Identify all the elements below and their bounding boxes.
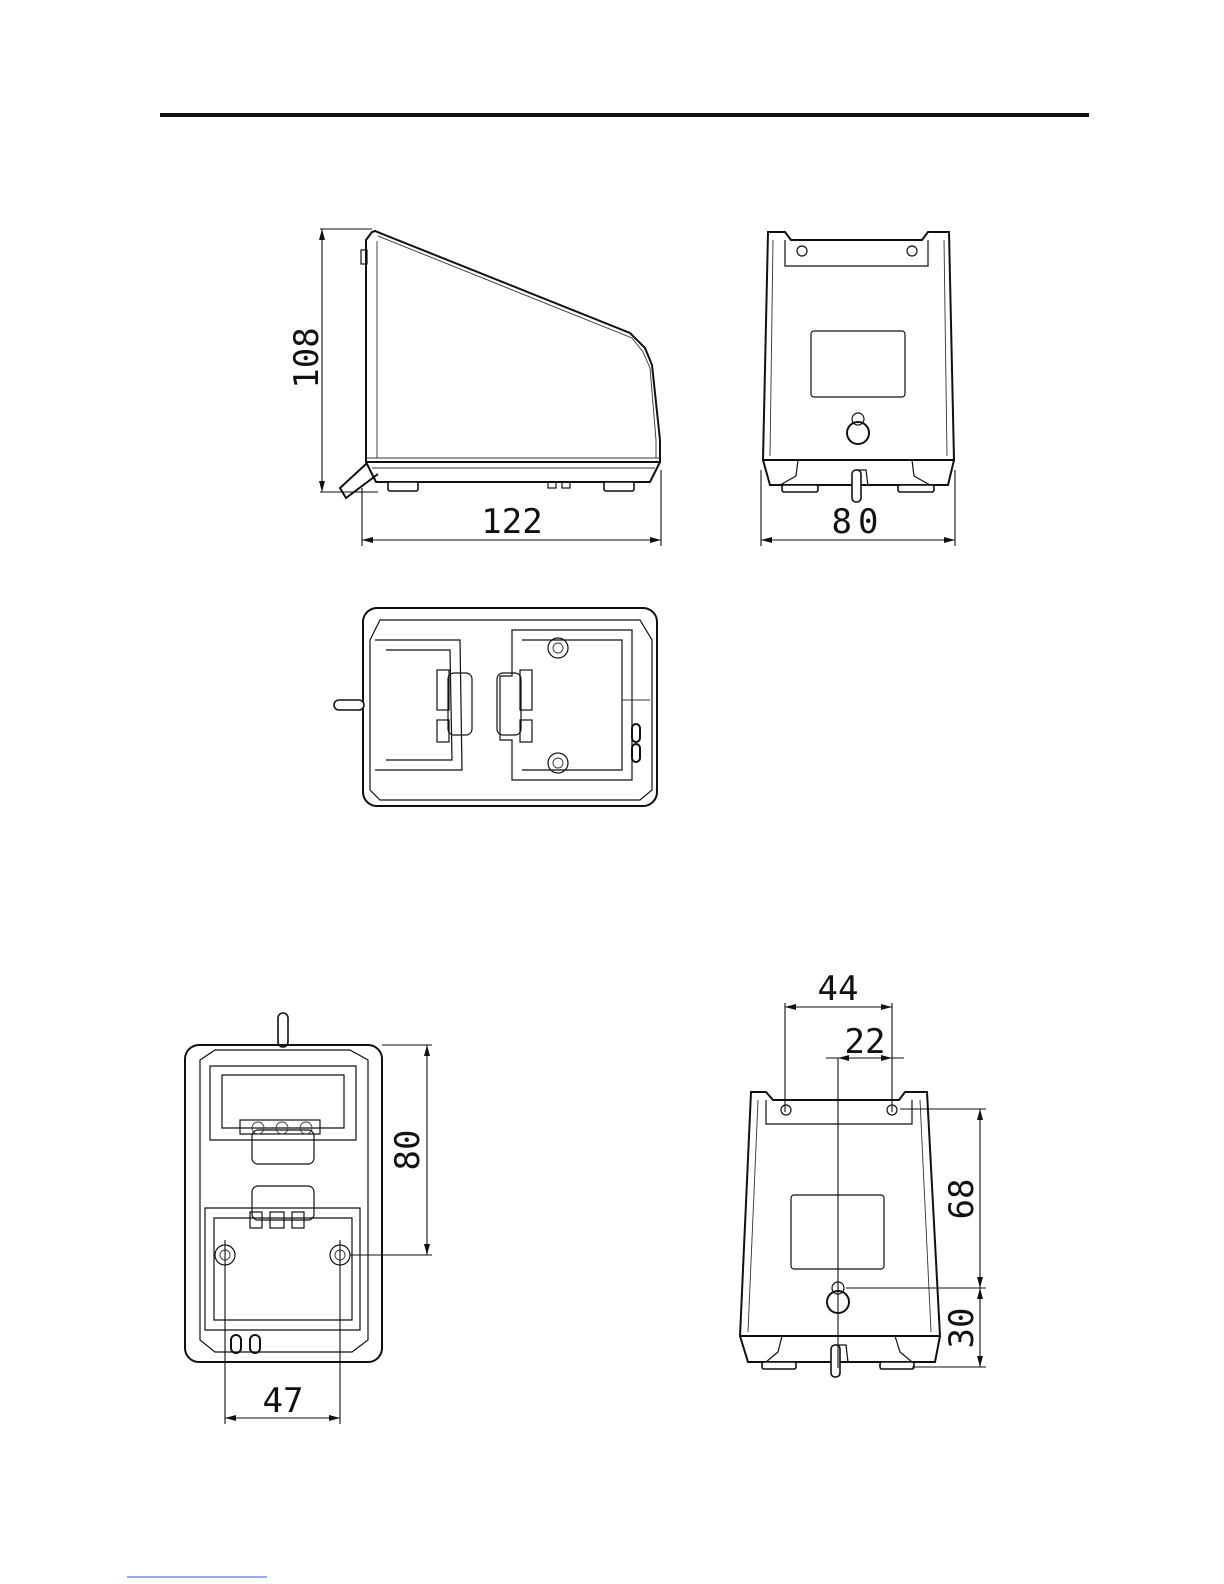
dim-47: 47	[263, 1381, 304, 1421]
dim-122: 122	[481, 502, 542, 542]
front-view: 80	[761, 232, 955, 546]
bottom-view: 80 47	[185, 1013, 432, 1424]
dim-44: 44	[818, 969, 859, 1009]
rear-view: 44 22 68 30	[740, 969, 986, 1377]
dim-108: 108	[287, 327, 327, 388]
dim-22: 22	[845, 1022, 886, 1062]
dim-68: 68	[942, 1179, 982, 1220]
side-view: 108 122	[287, 229, 661, 546]
dim-30: 30	[942, 1308, 982, 1349]
top-view	[334, 608, 657, 806]
dim-80-front: 80	[832, 502, 885, 542]
dim-80-bottom: 80	[388, 1130, 428, 1171]
